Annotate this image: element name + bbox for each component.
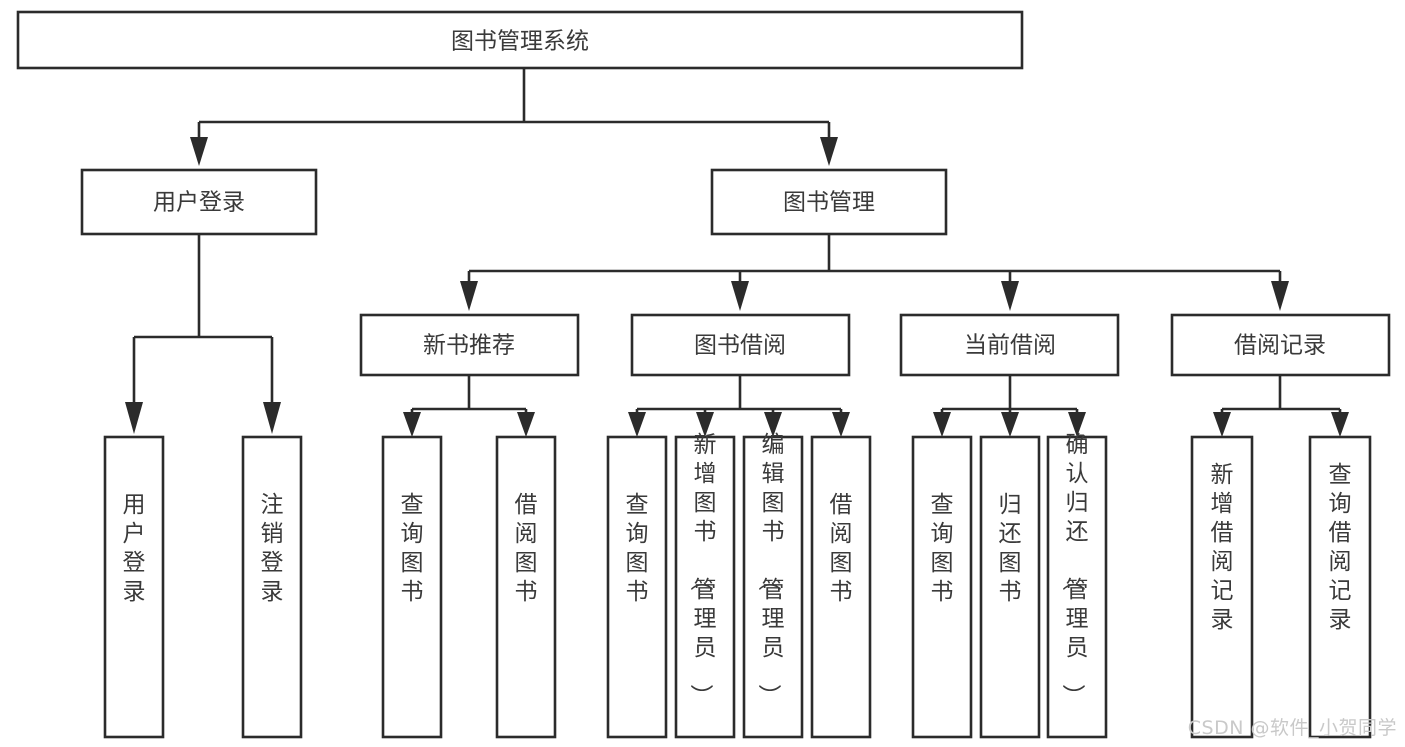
leaf-borrow-record-1-box[interactable] bbox=[1190, 435, 1254, 739]
leaf-new-book-2-box[interactable] bbox=[495, 435, 557, 739]
arrow-head-to-book-manage bbox=[820, 137, 838, 166]
leaf-user-login-2-box[interactable] bbox=[241, 435, 303, 739]
leaf-book-borrow-3-box[interactable] bbox=[742, 435, 804, 739]
leaf-user-login-2-label: 注销登录 bbox=[261, 492, 284, 605]
leaf-user-login-1[interactable]: 用户登录 bbox=[103, 435, 165, 739]
arrow-head-leaf-current-borrow-1 bbox=[933, 412, 951, 437]
leaf-user-login-1-label: 用户登录 bbox=[123, 492, 146, 605]
leaf-book-borrow-2-label: 新增图书（管理员） bbox=[688, 432, 717, 707]
leaf-current-borrow-1-label: 查询图书 bbox=[931, 492, 954, 605]
arrow-head-leaf-current-borrow-2 bbox=[1001, 412, 1019, 437]
leaf-new-book-1[interactable]: 查询图书 bbox=[381, 435, 443, 739]
leaf-current-borrow-1-box[interactable] bbox=[911, 435, 973, 739]
node-borrow-record-box[interactable] bbox=[1170, 313, 1391, 377]
arrow-head-to-new-book bbox=[460, 281, 478, 311]
node-new-book-recommend[interactable]: 新书推荐 bbox=[359, 313, 580, 377]
arrow-head-leaf-new-book-2 bbox=[517, 412, 535, 437]
node-book-borrow-label: 图书借阅 bbox=[694, 333, 786, 359]
leaf-current-borrow-3-label: 确认归还（管理员） bbox=[1060, 432, 1089, 707]
leaf-current-borrow-2[interactable]: 归还图书 bbox=[979, 435, 1041, 739]
leaf-new-book-1-label: 查询图书 bbox=[401, 492, 424, 605]
arrow-head-to-current-borrow bbox=[1001, 281, 1019, 311]
leaf-book-borrow-1-box[interactable] bbox=[606, 435, 668, 739]
leaf-book-borrow-3[interactable]: 编辑图书（管理员） bbox=[742, 432, 804, 739]
arrow-head-leaf-borrow-record-2 bbox=[1331, 412, 1349, 437]
arrow-head-to-book-borrow bbox=[731, 281, 749, 311]
node-user-login[interactable]: 用户登录 bbox=[80, 168, 318, 236]
node-root-box[interactable] bbox=[16, 10, 1024, 70]
node-book-borrow-box[interactable] bbox=[630, 313, 851, 377]
leaf-book-borrow-4-label: 借阅图书 bbox=[830, 492, 853, 605]
node-borrow-record[interactable]: 借阅记录 bbox=[1170, 313, 1391, 377]
arrow-head-leaf-user-login-1 bbox=[125, 402, 143, 434]
leaf-book-borrow-2[interactable]: 新增图书（管理员） bbox=[674, 432, 736, 739]
node-borrow-record-label: 借阅记录 bbox=[1234, 333, 1326, 359]
leaf-current-borrow-3[interactable]: 确认归还（管理员） bbox=[1046, 432, 1108, 739]
node-book-manage[interactable]: 图书管理 bbox=[710, 168, 948, 236]
arrow-head-leaf-book-borrow-4 bbox=[832, 412, 850, 437]
leaf-new-book-2[interactable]: 借阅图书 bbox=[495, 435, 557, 739]
leaf-current-borrow-3-box[interactable] bbox=[1046, 435, 1108, 739]
leaf-user-login-2[interactable]: 注销登录 bbox=[241, 435, 303, 739]
arrow-head-leaf-book-borrow-1 bbox=[628, 412, 646, 437]
node-book-manage-label: 图书管理 bbox=[783, 190, 875, 216]
node-current-borrow-box[interactable] bbox=[899, 313, 1120, 377]
arrow-head-leaf-new-book-1 bbox=[403, 412, 421, 437]
csdn-watermark: CSDN @软件_小贺同学 bbox=[1187, 717, 1397, 739]
leaf-book-borrow-2-box[interactable] bbox=[674, 435, 736, 739]
node-user-login-label: 用户登录 bbox=[153, 190, 245, 216]
leaf-book-borrow-1[interactable]: 查询图书 bbox=[606, 435, 668, 739]
leaf-borrow-record-2[interactable]: 查询借阅记录 bbox=[1308, 435, 1372, 739]
leaf-book-borrow-1-label: 查询图书 bbox=[626, 492, 649, 605]
leaf-book-borrow-4-box[interactable] bbox=[810, 435, 872, 739]
leaf-book-borrow-3-label: 编辑图书（管理员） bbox=[756, 432, 785, 707]
leaf-current-borrow-2-box[interactable] bbox=[979, 435, 1041, 739]
arrow-head-leaf-borrow-record-1 bbox=[1213, 412, 1231, 437]
node-new-book-recommend-box[interactable] bbox=[359, 313, 580, 377]
node-root[interactable]: 图书管理系统 bbox=[16, 10, 1024, 70]
node-book-manage-box[interactable] bbox=[710, 168, 948, 236]
leaf-user-login-1-box[interactable] bbox=[103, 435, 165, 739]
leaf-new-book-2-label: 借阅图书 bbox=[515, 492, 538, 605]
node-new-book-recommend-label: 新书推荐 bbox=[423, 333, 515, 359]
leaf-borrow-record-1[interactable]: 新增借阅记录 bbox=[1190, 435, 1254, 739]
arrow-head-leaf-current-borrow-3 bbox=[1068, 412, 1086, 437]
arrow-head-to-borrow-record bbox=[1271, 281, 1289, 311]
leaf-book-borrow-4[interactable]: 借阅图书 bbox=[810, 435, 872, 739]
node-root-label: 图书管理系统 bbox=[451, 29, 589, 55]
node-current-borrow[interactable]: 当前借阅 bbox=[899, 313, 1120, 377]
node-current-borrow-label: 当前借阅 bbox=[964, 333, 1056, 359]
arrow-head-leaf-user-login-2 bbox=[263, 402, 281, 434]
arrow-head-to-user-login bbox=[190, 137, 208, 166]
arrow-head-leaf-book-borrow-3 bbox=[764, 412, 782, 437]
leaf-borrow-record-1-label: 新增借阅记录 bbox=[1211, 462, 1234, 633]
node-book-borrow[interactable]: 图书借阅 bbox=[630, 313, 851, 377]
arrow-head-leaf-book-borrow-2 bbox=[696, 412, 714, 437]
leaf-current-borrow-1[interactable]: 查询图书 bbox=[911, 435, 973, 739]
leaf-new-book-1-box[interactable] bbox=[381, 435, 443, 739]
leaf-current-borrow-2-label: 归还图书 bbox=[999, 492, 1022, 605]
leaf-borrow-record-2-box[interactable] bbox=[1308, 435, 1372, 739]
leaf-borrow-record-2-label: 查询借阅记录 bbox=[1329, 462, 1352, 633]
